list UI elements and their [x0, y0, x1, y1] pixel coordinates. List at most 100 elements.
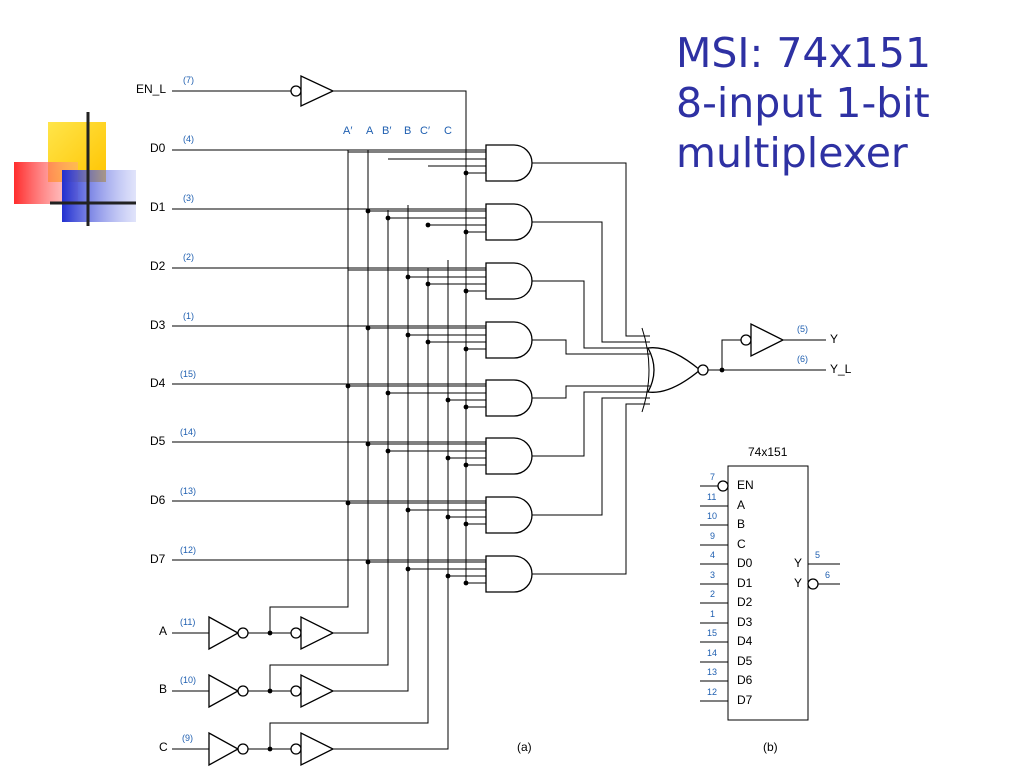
logo-blue-square	[62, 170, 136, 222]
select-inverter-1-a	[208, 615, 240, 651]
block-input-label-d1: D1	[737, 576, 753, 590]
gate-7-junction-3	[463, 580, 469, 586]
select-inverter-1-bubble-c	[237, 743, 249, 755]
data-input-label-d3: D3	[150, 318, 166, 332]
or-input-wire-1	[532, 221, 650, 343]
or-gate-back-curve	[641, 327, 650, 413]
and-gate-4	[485, 379, 533, 417]
select-bar-rail-a	[269, 150, 349, 633]
select-inverter-2-bubble-c	[290, 743, 302, 755]
select-header-b: B	[404, 125, 411, 137]
or-input-wire-2	[532, 280, 650, 349]
select-bar-rail-c	[269, 268, 429, 749]
block-input-pin-c: 9	[710, 531, 715, 541]
block-input-label-b: B	[737, 517, 745, 531]
or-input-wire-0	[532, 162, 650, 337]
block-input-pin-b: 10	[707, 511, 717, 521]
select-inverter-1-c	[208, 731, 240, 767]
select-rail-b	[333, 205, 409, 692]
data-inputs: D0 (4) D1 (3) D2 (2) D3 (1) D4 (15) D5 (…	[150, 134, 196, 566]
block-output-label-y-inverted: Y	[794, 576, 802, 590]
output-label-y-l: Y_L	[830, 362, 852, 376]
select-header: A′ A B′ B C′ C	[343, 125, 452, 137]
or-input-wire-6	[532, 397, 650, 516]
and-gate-6	[485, 496, 533, 534]
select-inverter-2-b	[300, 673, 335, 709]
enable-label: EN_L	[136, 82, 166, 96]
slide-title: MSI: 74x151 8-input 1-bit multiplexer	[676, 28, 931, 178]
or-input-wire-5	[532, 391, 650, 457]
and-gate-3	[485, 321, 533, 359]
output-y-wire-start	[721, 339, 741, 370]
enable-inverter-gate	[300, 74, 335, 108]
block-input-pin-d7: 12	[707, 687, 717, 697]
nor-gate-body	[646, 347, 702, 393]
select-inverter-2-a	[300, 615, 335, 651]
gate-7-junction-1	[405, 566, 411, 572]
gate-6-junction-0	[345, 500, 351, 506]
block-input-pin-a: 11	[707, 492, 716, 502]
nor-gate-output-bubble	[697, 364, 709, 376]
gate-3-junction-0	[365, 325, 371, 331]
or-input-wire-3	[532, 339, 650, 355]
and-gate-2	[485, 262, 533, 300]
gate-6-junction-3	[463, 521, 469, 527]
block-en-bubble	[717, 480, 729, 492]
gate-2-junction-2	[425, 281, 431, 287]
gate-6-junction-2	[445, 514, 451, 520]
block-input-pin-d6: 13	[707, 667, 717, 677]
select-input-pin-c: (9)	[182, 733, 193, 743]
select-rail-a	[333, 150, 369, 634]
select-inverter-1-bubble-a	[237, 627, 249, 639]
gate-5-junction-0	[365, 441, 371, 447]
schematic-b-74x151	[700, 465, 840, 721]
gate-2-junction-1	[405, 274, 411, 280]
gate-7-junction-0	[365, 559, 371, 565]
select-inverter-2-bubble-b	[290, 685, 302, 697]
output-inverter-bubble	[740, 334, 752, 346]
select-inverter-1-bubble-b	[237, 685, 249, 697]
gate-3-junction-1	[405, 332, 411, 338]
or-input-wire-7	[532, 403, 650, 575]
and-gate-5	[485, 437, 533, 475]
gate-7-junction-2	[445, 573, 451, 579]
block-input-label-en: EN	[737, 478, 754, 492]
gate-5-junction-1	[385, 448, 391, 454]
block-input-label-a: A	[737, 498, 745, 512]
output-pin-y: (5)	[797, 324, 808, 334]
gate-2-junction-3	[463, 288, 469, 294]
gate-6-junction-1	[405, 507, 411, 513]
caption-b: (b)	[763, 740, 778, 754]
block-output-label-y: Y	[794, 556, 802, 570]
and-gate-0	[485, 144, 533, 182]
and-gate-7	[485, 555, 533, 593]
block-input-label-d6: D6	[737, 673, 753, 687]
select-bar-rail-b	[269, 210, 389, 691]
gate-5-junction-2	[445, 455, 451, 461]
block-input-label-d4: D4	[737, 634, 753, 648]
title-line-3: multiplexer	[676, 129, 908, 178]
select-rail-c	[333, 260, 449, 750]
data-input-pin-d5: (14)	[180, 427, 196, 437]
select-header-c-bar: C′	[420, 125, 430, 137]
data-input-pin-d6: (13)	[180, 486, 196, 496]
block-input-pin-d4: 15	[707, 628, 717, 638]
gate-1-junction-0	[365, 208, 371, 214]
select-input-label-b: B	[159, 682, 167, 696]
select-inputs: A (11) B (10) C (9)	[159, 617, 196, 754]
block-input-pin-d3: 1	[710, 609, 715, 619]
enable-input: EN_L (7)	[136, 75, 194, 96]
data-input-label-d0: D0	[150, 141, 166, 155]
data-input-pin-d7: (12)	[180, 545, 196, 555]
data-input-pin-d4: (15)	[180, 369, 196, 379]
block-name: 74x151	[748, 445, 788, 459]
gate-0-junction-3	[463, 170, 469, 176]
gate-4-junction-0	[345, 383, 351, 389]
select-header-b-bar: B′	[382, 125, 391, 137]
data-input-label-d5: D5	[150, 434, 166, 448]
gate-3-junction-3	[463, 346, 469, 352]
data-input-pin-d0: (4)	[183, 134, 194, 144]
select-header-c: C	[444, 125, 452, 137]
gate-1-junction-2	[425, 222, 431, 228]
slide-logo	[14, 112, 136, 226]
